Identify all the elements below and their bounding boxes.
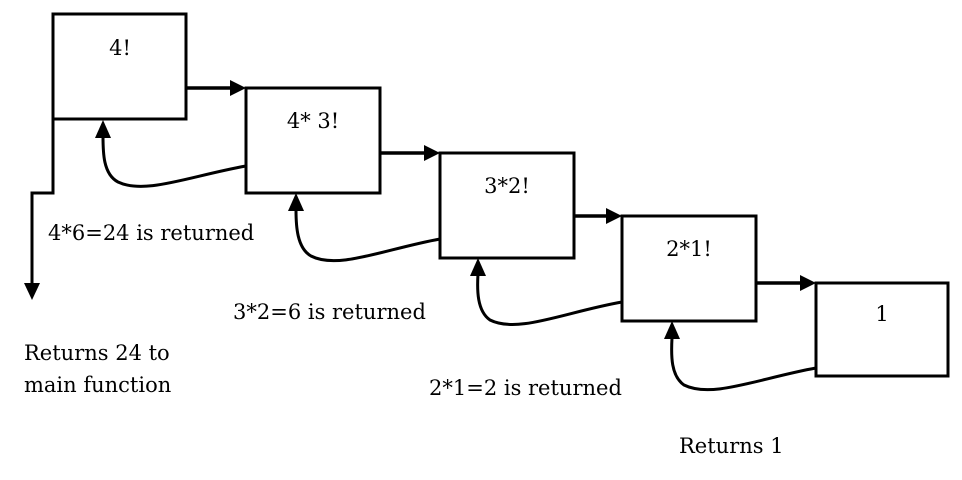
call-arrowhead-2 bbox=[424, 145, 440, 161]
call-box-4-factorial bbox=[51, 12, 188, 121]
call-arrowhead-3 bbox=[606, 208, 622, 224]
return-arrowhead-2 bbox=[288, 193, 304, 211]
return-note-1: 4*6=24 is returned bbox=[48, 221, 254, 245]
box-label-1: 4! bbox=[109, 36, 131, 60]
return-curve-1 bbox=[101, 135, 247, 188]
box-label-4: 2*1! bbox=[666, 237, 712, 261]
call-box-4-times-3-factorial bbox=[244, 86, 382, 195]
box-label-3: 3*2! bbox=[484, 174, 530, 198]
return-arrowhead-1 bbox=[95, 120, 111, 138]
call-arrowhead-1 bbox=[230, 80, 246, 96]
return-note-4: Returns 1 bbox=[679, 434, 784, 458]
call-box-base-case bbox=[814, 281, 950, 378]
return-note-2: 3*2=6 is returned bbox=[233, 300, 426, 324]
call-box-2-times-1-factorial bbox=[620, 214, 758, 323]
return-curve-4 bbox=[670, 337, 817, 392]
call-box-3-times-2-factorial bbox=[438, 151, 576, 260]
return-arrowhead-4 bbox=[664, 321, 680, 339]
return-arrowhead-3 bbox=[470, 258, 486, 276]
final-return-line-1: Returns 24 to bbox=[24, 341, 170, 365]
box-label-5: 1 bbox=[875, 302, 888, 326]
return-note-3: 2*1=2 is returned bbox=[429, 376, 622, 400]
box-label-2: 4* 3! bbox=[287, 109, 339, 133]
return-curve-3 bbox=[476, 273, 623, 326]
return-to-main-line bbox=[30, 119, 55, 284]
final-return-line-2: main function bbox=[24, 373, 171, 397]
call-arrowhead-4 bbox=[800, 275, 816, 291]
return-curve-2 bbox=[294, 209, 441, 263]
return-to-main-arrowhead bbox=[24, 283, 40, 300]
